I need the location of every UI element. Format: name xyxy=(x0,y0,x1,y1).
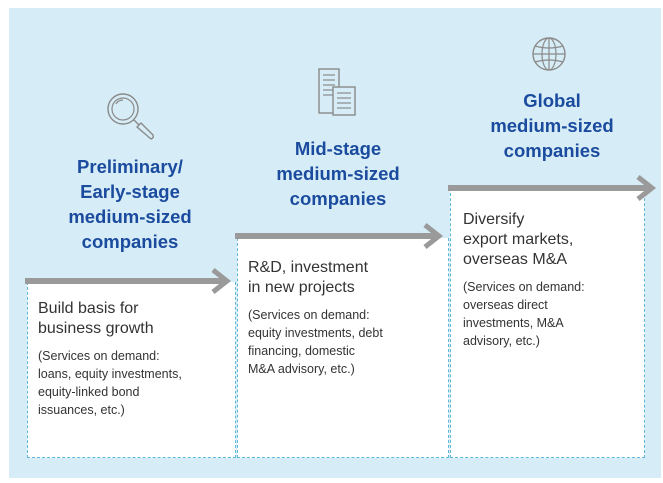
stage-1-title-line-3: medium-sized xyxy=(68,206,192,227)
stage-3-services-line-4: advisory, etc.) xyxy=(463,334,540,348)
stage-1-title-line-1: Preliminary/ xyxy=(77,156,183,177)
stage-1-arrow xyxy=(25,268,232,294)
stage-2-services-line-3: financing, domestic xyxy=(248,344,356,358)
stage-2-title-line-2: medium-sized xyxy=(276,163,400,184)
stage-1-services-line-1: (Services on demand: xyxy=(38,349,160,363)
stage-2-main-line-1: R&D, investment xyxy=(248,259,369,276)
stage-3-arrow xyxy=(448,175,657,201)
building-icon xyxy=(318,68,356,116)
stage-3-main-line-2: export markets, xyxy=(463,231,574,248)
stage-2-box: R&D, investment in new projects (Service… xyxy=(237,238,449,458)
stage-1-title-line-2: Early-stage xyxy=(80,181,180,202)
stage-3-title-line-1: Global xyxy=(523,90,581,111)
stage-2-services-line-1: (Services on demand: xyxy=(248,308,370,322)
stage-2-services-line-4: M&A advisory, etc.) xyxy=(248,362,355,376)
stage-1-main-line-2: business growth xyxy=(38,320,154,337)
stage-1-main-line-1: Build basis for xyxy=(38,300,139,317)
stage-1-title-line-4: companies xyxy=(81,231,179,252)
magnifier-icon xyxy=(107,93,154,140)
stage-3-title: Global medium-sized companies xyxy=(452,88,652,163)
stage-2-title: Mid-stage medium-sized companies xyxy=(238,136,438,211)
stage-3-box: Diversify export markets, overseas M&A (… xyxy=(450,188,645,458)
stage-3-title-line-2: medium-sized xyxy=(490,115,614,136)
globe-icon xyxy=(532,37,566,71)
stage-1-services-line-3: equity-linked bond xyxy=(38,385,140,399)
stage-3-main-line-3: overseas M&A xyxy=(463,251,568,268)
stage-2-services-line-2: equity investments, debt xyxy=(248,326,383,340)
stage-1-services-line-2: loans, equity investments, xyxy=(38,367,182,381)
stage-3-services-line-1: (Services on demand: xyxy=(463,280,585,294)
stage-3-services-line-2: overseas direct xyxy=(463,298,548,312)
stage-3-title-line-3: companies xyxy=(503,140,601,161)
stage-3-services-line-3: investments, M&A xyxy=(463,316,564,330)
stage-2-arrow xyxy=(235,223,444,249)
stage-2-title-line-3: companies xyxy=(289,188,387,209)
stage-1-title: Preliminary/ Early-stage medium-sized co… xyxy=(30,154,230,254)
stage-1-services-line-4: issuances, etc.) xyxy=(38,403,125,417)
stage-3-main-line-1: Diversify xyxy=(463,211,525,228)
stage-2-main-line-2: in new projects xyxy=(248,279,355,296)
stage-1-box: Build basis for business growth (Service… xyxy=(27,282,236,458)
stage-2-title-line-1: Mid-stage xyxy=(294,138,382,159)
